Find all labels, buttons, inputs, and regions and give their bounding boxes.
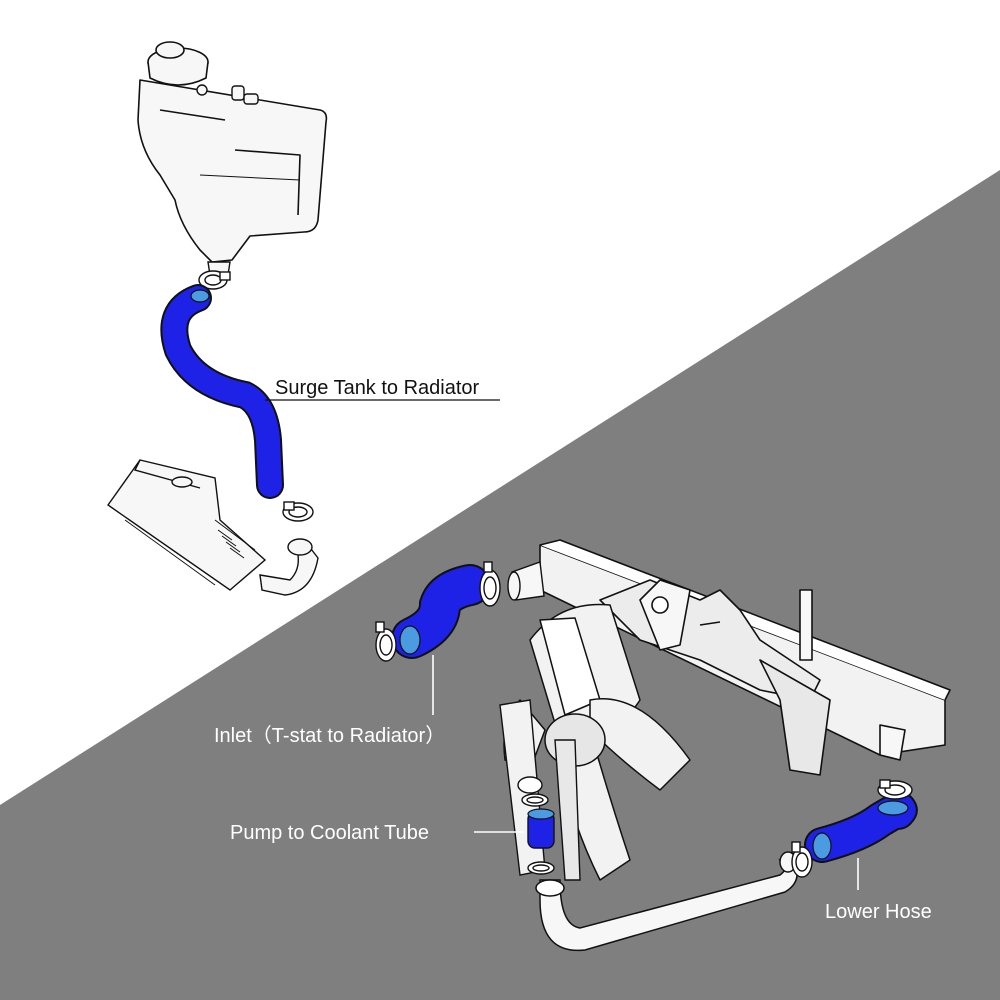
pump-to-coolant-tube-hose [527, 808, 555, 849]
lower-hose [804, 791, 918, 863]
clamp-icon [527, 861, 555, 875]
radiator-corner-upper [107, 459, 267, 591]
inlet-hose [391, 564, 491, 659]
label-surge-tank-to-radiator: Surge Tank to Radiator [275, 377, 480, 399]
surge-tank-to-radiator-hose [160, 284, 284, 499]
surge-tank [137, 79, 328, 263]
radiator-outlet-stub [507, 561, 545, 601]
surge-tank-cap [147, 41, 209, 86]
clamp-icon [479, 561, 501, 607]
clamp-icon [521, 793, 549, 807]
label-pump-to-coolant-tube: Pump to Coolant Tube [230, 822, 429, 844]
clamp-icon [791, 841, 813, 878]
radiator-inlet-pipe [259, 538, 319, 596]
label-lower-hose: Lower Hose [825, 901, 932, 923]
label-inlet: Inlet（T-stat to Radiator） [214, 724, 445, 747]
surge-tank-nipples [196, 84, 259, 105]
radiator-assembly [539, 539, 951, 776]
clamp-icon [198, 270, 231, 290]
clamp-icon [877, 779, 913, 800]
clamp-icon [375, 621, 397, 662]
clamp-icon [282, 501, 314, 522]
